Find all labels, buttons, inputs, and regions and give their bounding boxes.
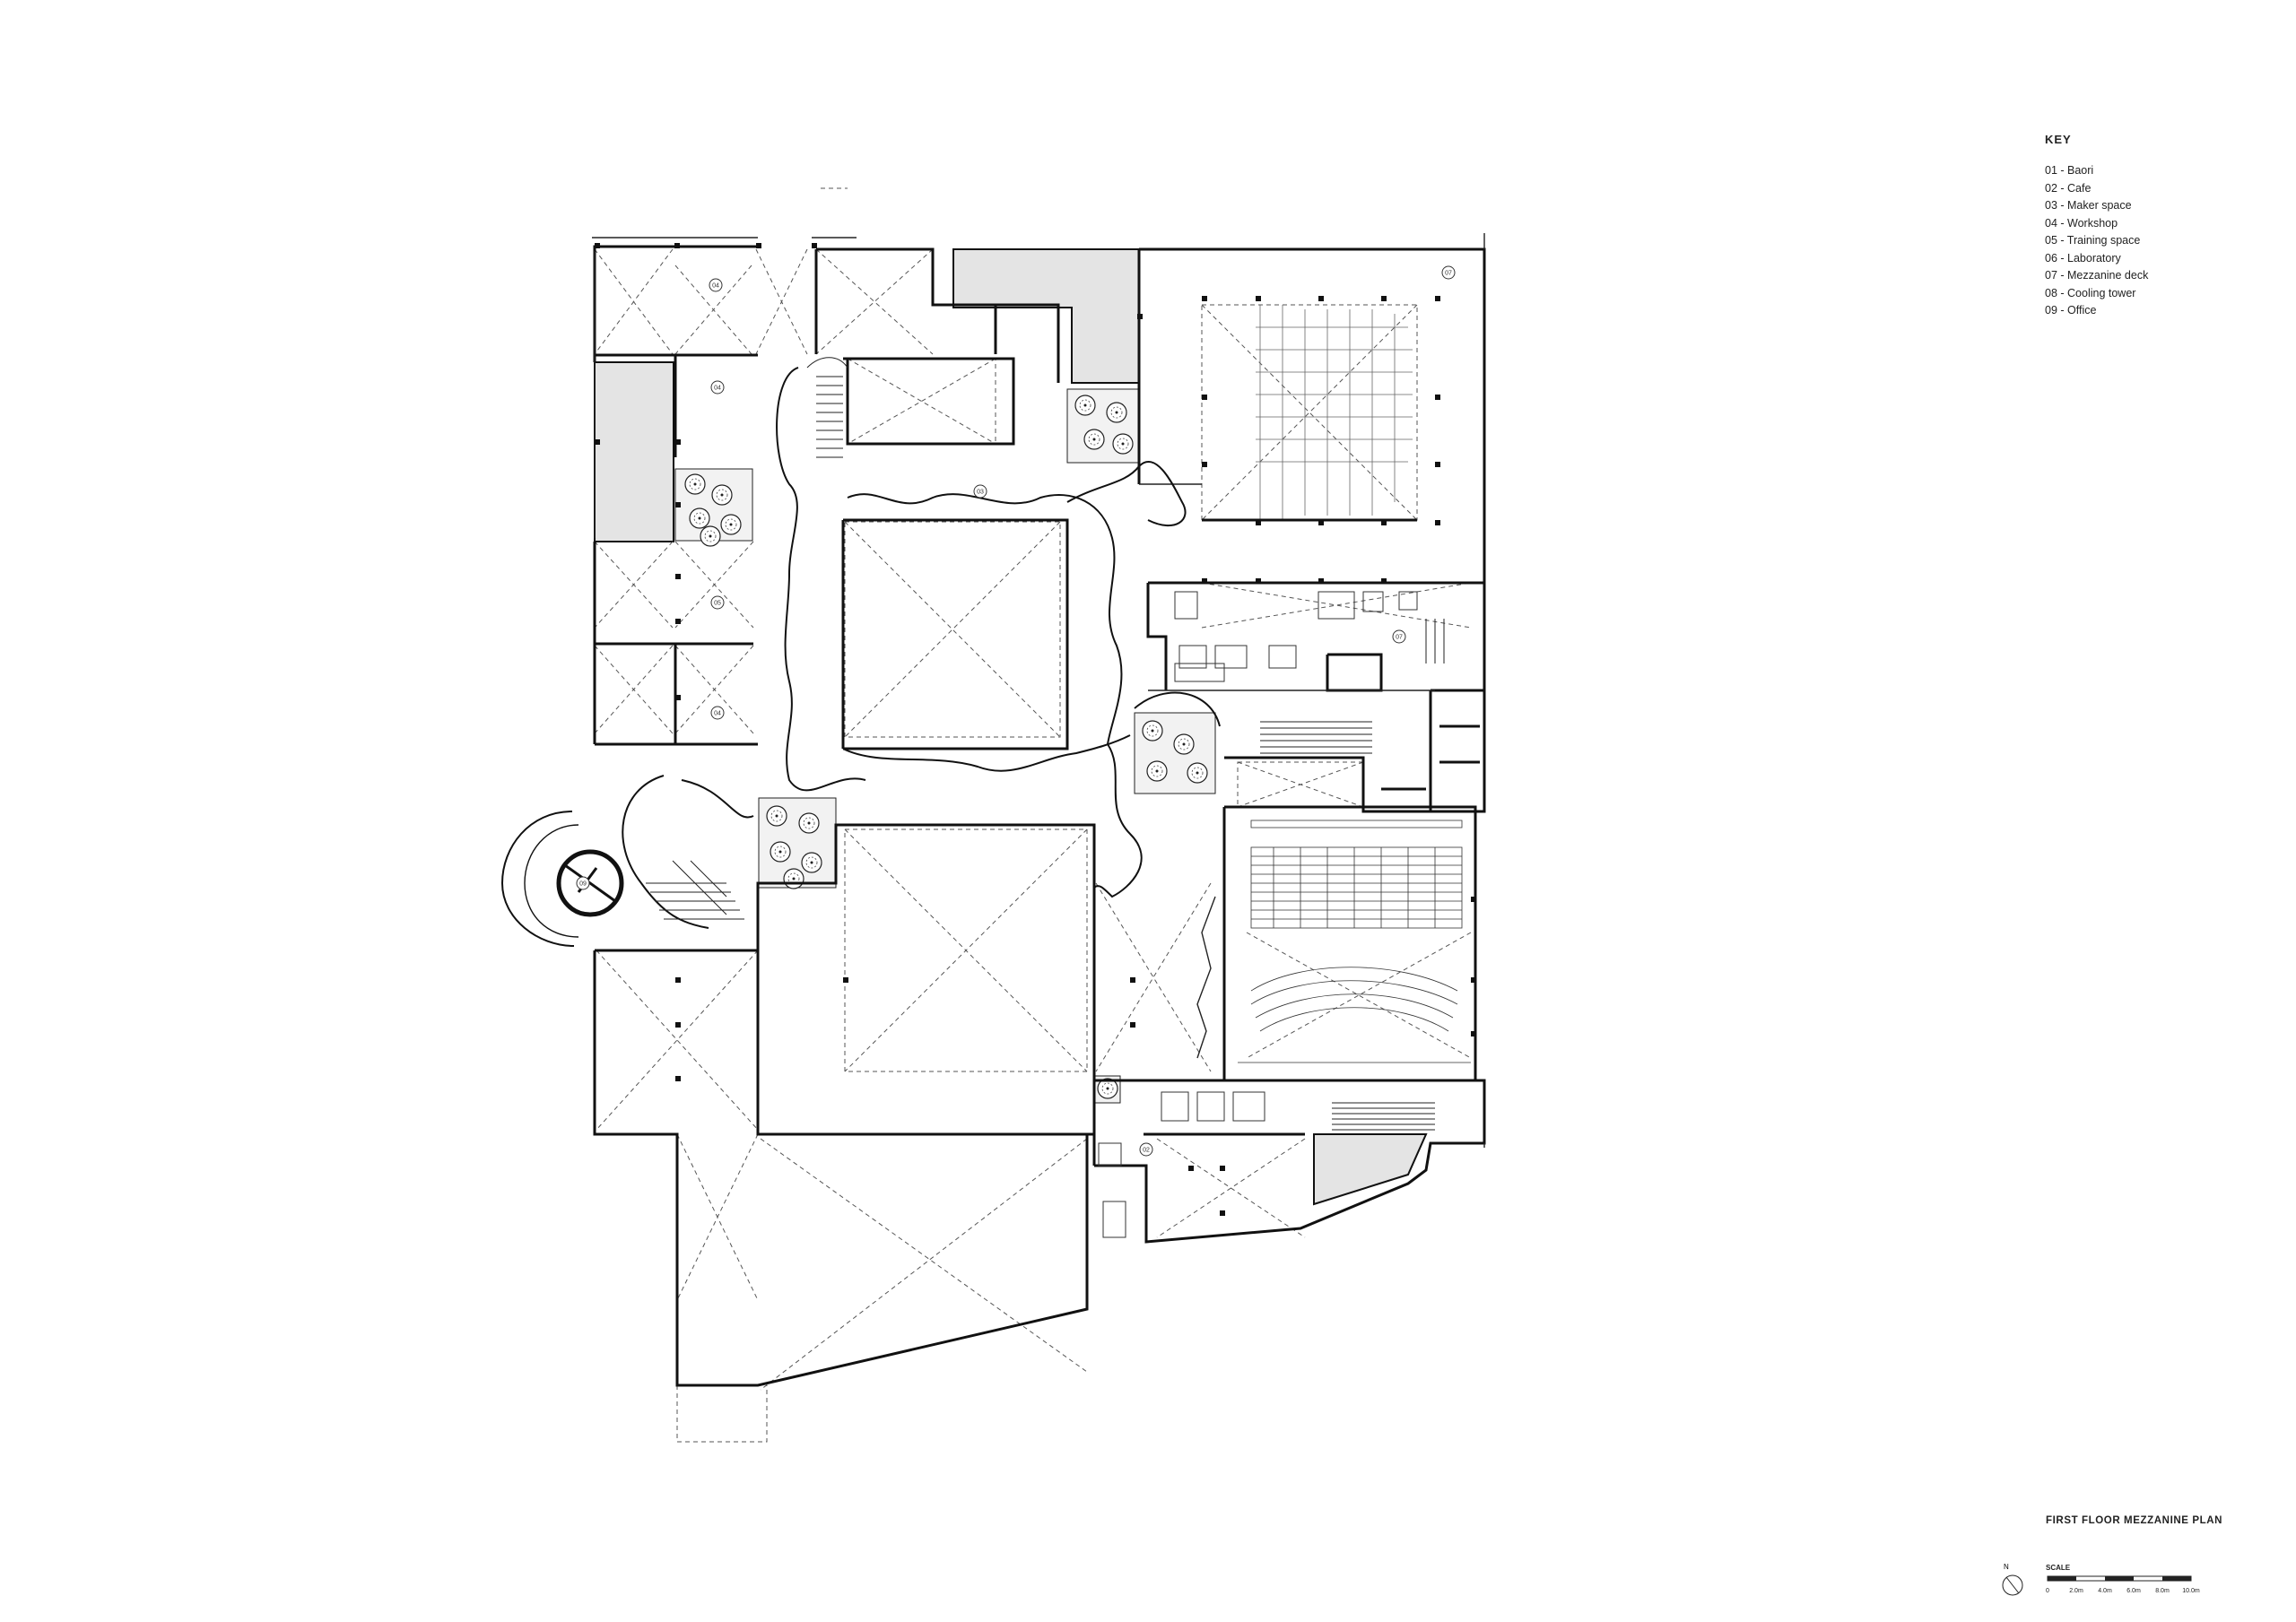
key-item-cafe: 02 - Cafe xyxy=(2045,181,2092,195)
room-tag: 09 xyxy=(579,881,587,888)
dashed-lines xyxy=(594,187,1472,1443)
key-item-baori: 01 - Baori xyxy=(2045,164,2094,177)
scale-tick-4m: 4.0m xyxy=(2098,1588,2112,1594)
room-tag: 02 xyxy=(1143,1148,1150,1154)
tiled-grid xyxy=(1256,305,1413,520)
office-furniture xyxy=(1098,591,1418,1238)
room-tag: 03 xyxy=(977,490,984,496)
scale-block: N SCALE 0 2.0m 4.0m 6.0m 8.0m 10.0m xyxy=(1991,1560,2260,1605)
key-item-training-space: 05 - Training space xyxy=(2045,234,2141,247)
key-list: 01 - Baori 02 - Cafe 03 - Maker space 04… xyxy=(2045,162,2278,320)
room-tag: 04 xyxy=(712,283,719,290)
key-item-mezzanine-deck: 07 - Mezzanine deck xyxy=(2045,269,2149,282)
walkway xyxy=(622,367,1221,929)
room-tag-marks xyxy=(576,265,1456,1157)
cooling-tower xyxy=(500,811,624,947)
planted-courts xyxy=(674,388,1216,1104)
key-legend: KEY 01 - Baori 02 - Cafe 03 - Maker spac… xyxy=(2045,133,2278,320)
plan-title: FIRST FLOOR MEZZANINE PLAN xyxy=(2046,1515,2223,1526)
room-tag: 07 xyxy=(1445,271,1452,277)
shaded-voids xyxy=(594,248,1428,1206)
scale-tick-2m: 2.0m xyxy=(2069,1588,2083,1594)
room-tag: 07 xyxy=(1396,635,1403,641)
key-item-cooling-tower: 08 - Cooling tower xyxy=(2045,286,2136,299)
room-tag: 04 xyxy=(714,711,721,717)
trees xyxy=(684,395,1208,1099)
key-title: KEY xyxy=(2045,133,2072,146)
thin-lines xyxy=(592,233,1485,1148)
stairs xyxy=(646,357,1445,1131)
scale-tick-10m: 10.0m xyxy=(2182,1588,2200,1594)
scale-tick-6m: 6.0m xyxy=(2126,1588,2141,1594)
key-item-maker-space: 03 - Maker space xyxy=(2045,199,2132,212)
north-arrow-icon: N xyxy=(2002,1563,2023,1596)
walls xyxy=(593,245,1486,1387)
key-item-office: 09 - Office xyxy=(2045,304,2097,317)
key-item-laboratory: 06 - Laboratory xyxy=(2045,251,2121,265)
scale-tick-8m: 8.0m xyxy=(2155,1588,2170,1594)
room-tag: 04 xyxy=(714,386,721,392)
auditorium-seating xyxy=(1238,820,1471,1063)
scale-label: SCALE xyxy=(2046,1564,2071,1572)
room-tag: 05 xyxy=(714,601,721,607)
scale-bar xyxy=(2047,1575,2192,1582)
north-label: N xyxy=(2004,1563,2009,1571)
columns xyxy=(595,243,1476,1216)
key-item-workshop: 04 - Workshop xyxy=(2045,216,2118,230)
scale-tick-0: 0 xyxy=(2046,1588,2049,1594)
